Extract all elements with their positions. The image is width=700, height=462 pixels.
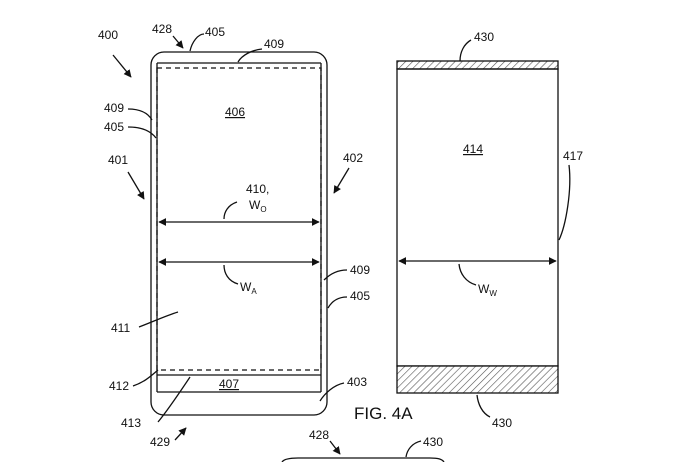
label-405-right: 405 [350,289,370,303]
leader-430-top [459,39,472,62]
label-409-left: 409 [104,101,124,115]
label-412: 412 [109,379,129,393]
label-428-bottom: 428 [309,428,329,442]
leader-417 [558,164,571,241]
leader-428-top [172,35,184,49]
leader-400 [112,54,132,78]
leader-409-left [127,108,153,121]
label-406: 406 [225,105,245,119]
label-405-left: 405 [104,120,124,134]
label-wo: WO [249,198,267,214]
label-414: 414 [463,142,483,156]
label-402: 402 [343,151,363,165]
label-430-bottom: 430 [492,416,512,430]
label-430-bottom-edge: 430 [423,435,443,449]
label-411: 411 [111,321,130,335]
next-device-top-edge [281,457,445,462]
leader-wa [223,264,239,285]
leader-405-right [327,296,348,309]
label-405-top: 405 [205,25,225,39]
leader-430-bottom-edge [405,440,422,458]
leader-429 [174,427,187,441]
label-wa: WA [240,280,257,296]
label-409-top: 409 [264,37,284,51]
label-ww: WW [478,282,497,298]
label-413: 413 [121,416,141,430]
leader-413 [157,376,191,423]
leader-403 [319,382,345,402]
leader-430-bottom [476,394,491,418]
top-hatched-strip-430 [396,60,559,70]
label-407: 407 [219,377,239,391]
label-429: 429 [150,435,170,449]
leader-410 [223,201,238,220]
label-400: 400 [98,28,118,42]
leader-402 [333,167,350,194]
label-409-right: 409 [350,263,370,277]
label-401: 401 [108,153,128,167]
leader-405-left [127,126,157,139]
device-outer-body [150,51,328,416]
bottom-hatched-block-430 [396,365,559,394]
device-400 [112,33,350,441]
leader-412 [132,369,159,387]
label-417: 417 [563,149,583,163]
panel-body [396,68,559,367]
leader-401 [127,171,145,200]
label-430-top: 430 [474,30,494,44]
next-figure-partial [281,440,445,462]
label-428-top: 428 [152,22,172,36]
leader-428-bottom [329,440,341,455]
figure-caption: FIG. 4A [354,404,413,423]
leader-409-top [237,48,263,63]
leader-405-top [189,33,205,52]
label-410: 410, [246,182,269,196]
leader-411 [138,311,179,328]
panel-414 [396,39,571,418]
label-403: 403 [347,375,367,389]
leader-ww [458,263,477,286]
leader-409-right [323,269,348,281]
